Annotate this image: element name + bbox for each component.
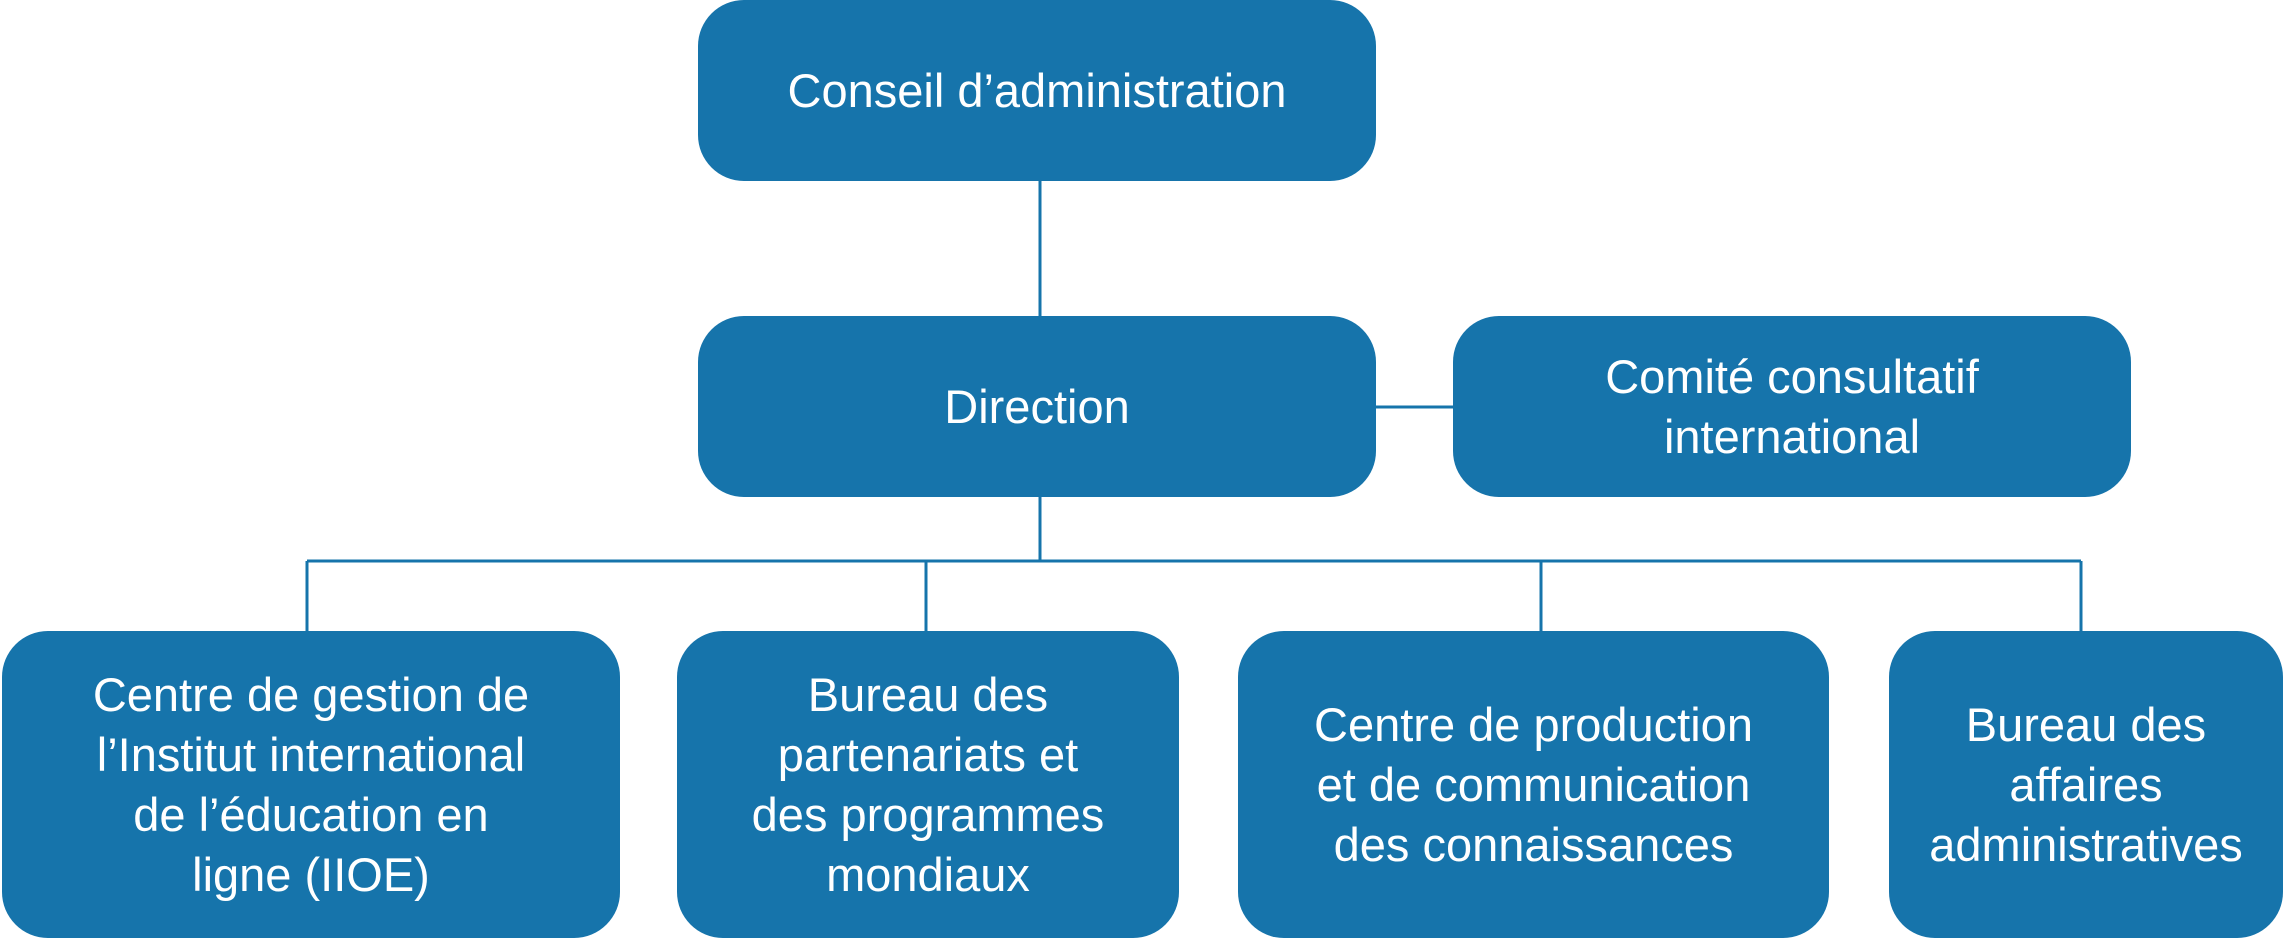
- node-iioe-centre: Centre de gestion de l’Institut internat…: [2, 631, 620, 938]
- node-board: Conseil d’administration: [698, 0, 1376, 181]
- node-advisory-committee: Comité consultatif international: [1453, 316, 2131, 497]
- node-advisory-committee-label: Comité consultatif international: [1605, 349, 1979, 463]
- node-knowledge-centre: Centre de production et de communication…: [1238, 631, 1829, 938]
- node-direction: Direction: [698, 316, 1376, 497]
- node-direction-label: Direction: [944, 379, 1130, 433]
- node-board-label: Conseil d’administration: [787, 63, 1287, 117]
- node-iioe-centre-label: Centre de gestion de l’Institut internat…: [92, 667, 530, 901]
- node-admin-office: Bureau des affaires administratives: [1889, 631, 2283, 938]
- node-admin-office-label: Bureau des affaires administratives: [1929, 697, 2243, 871]
- node-knowledge-centre-label: Centre de production et de communication…: [1314, 697, 1753, 871]
- node-partnerships-office-label: Bureau des partenariats et des programme…: [751, 667, 1105, 901]
- node-partnerships-office: Bureau des partenariats et des programme…: [677, 631, 1179, 938]
